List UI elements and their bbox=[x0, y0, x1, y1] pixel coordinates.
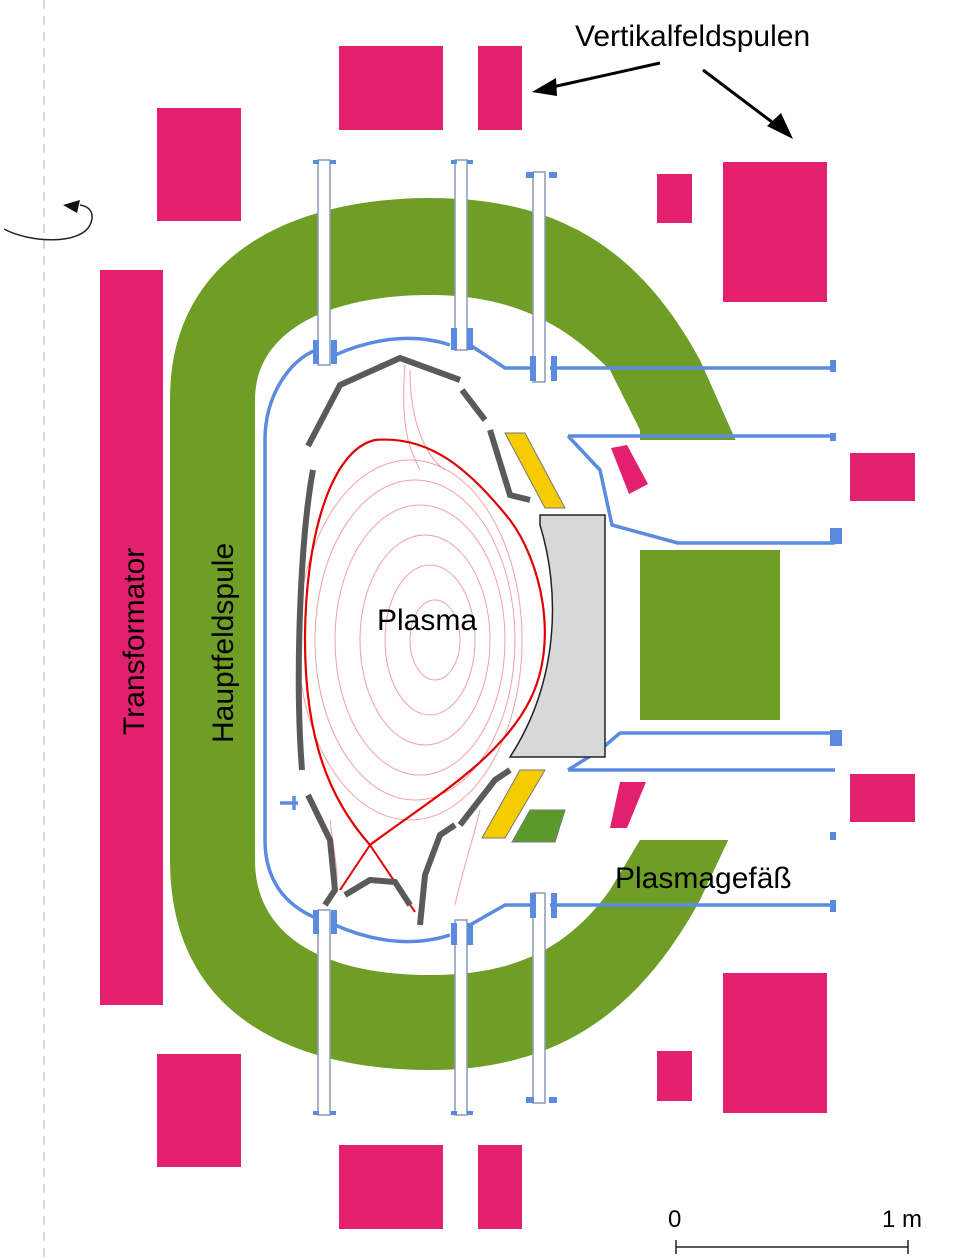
central-block bbox=[508, 514, 606, 758]
vf-coil bbox=[657, 1051, 692, 1101]
vf-coil bbox=[850, 774, 915, 822]
transformer-coil bbox=[100, 270, 163, 1005]
vf-coil bbox=[850, 453, 915, 501]
vf-coil bbox=[723, 973, 827, 1113]
vertical-field-coils bbox=[157, 46, 915, 1229]
port-coil bbox=[611, 445, 648, 494]
vertical-ports bbox=[317, 159, 546, 1116]
vf-coil bbox=[723, 162, 827, 302]
vf-coil bbox=[478, 46, 522, 130]
rotation-arrow-icon bbox=[3, 200, 93, 241]
vf-coil bbox=[339, 1145, 443, 1229]
last-closed-flux-surface bbox=[303, 438, 546, 847]
label-arrows bbox=[547, 61, 781, 130]
plasma-vessel-label: Plasmagefäß bbox=[615, 862, 792, 895]
vf-coil bbox=[657, 174, 692, 223]
vf-coil bbox=[157, 108, 241, 221]
scale-bar: 0 1 m bbox=[668, 1206, 922, 1254]
main-field-coil-label: Hauptfeldspule bbox=[207, 543, 240, 743]
port-coil bbox=[610, 782, 646, 828]
vf-coil bbox=[478, 1145, 522, 1229]
svg-text:1 m: 1 m bbox=[882, 1206, 922, 1233]
plasma-label: Plasma bbox=[377, 604, 477, 637]
circuit-board bbox=[511, 809, 566, 843]
vertical-field-coils-label: Vertikalfeldspulen bbox=[575, 20, 810, 53]
transformer-label: Transformator bbox=[118, 548, 151, 735]
first-wall bbox=[295, 354, 531, 926]
vf-coil bbox=[157, 1054, 241, 1167]
svg-text:0: 0 bbox=[668, 1206, 681, 1233]
plasma-vessel bbox=[263, 336, 835, 944]
main-field-coil bbox=[170, 198, 780, 1070]
upper-component bbox=[504, 432, 566, 509]
vf-coil bbox=[339, 46, 443, 130]
lower-component bbox=[481, 769, 546, 839]
